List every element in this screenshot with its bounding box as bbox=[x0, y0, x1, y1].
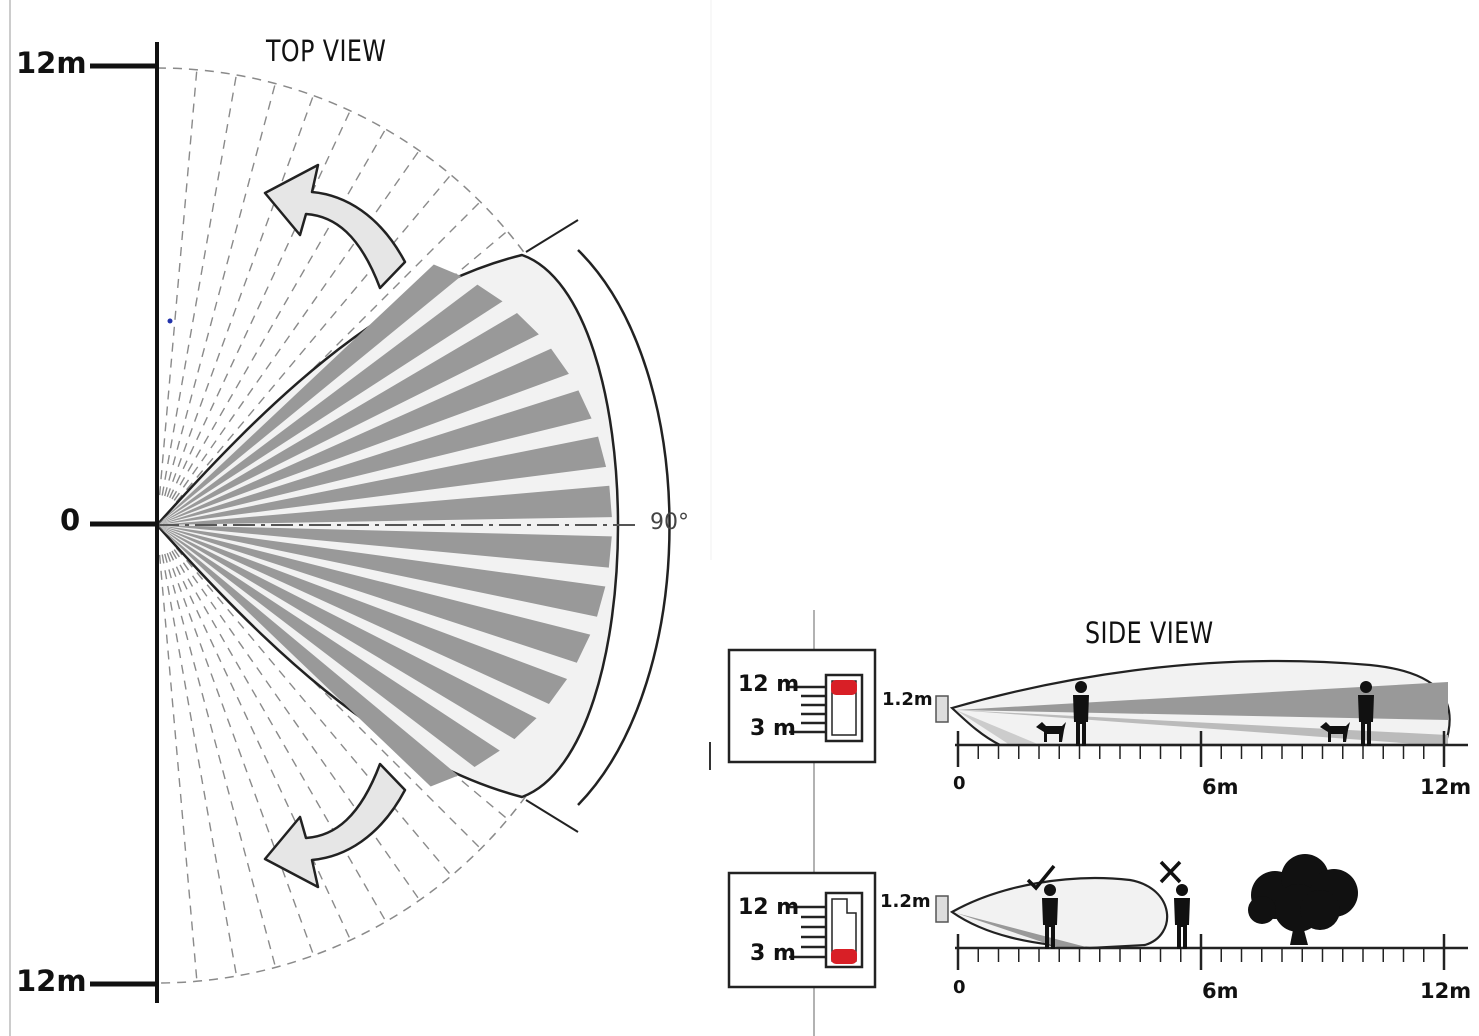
check-mark-icon bbox=[1026, 864, 1056, 891]
range-arc bbox=[577, 249, 671, 806]
rotation-dash-line bbox=[175, 547, 451, 875]
rotation-dash-line bbox=[169, 112, 350, 499]
rotation-dash-line bbox=[173, 549, 419, 899]
rotate-down-arrow bbox=[263, 762, 407, 889]
dog-figure bbox=[1036, 722, 1066, 742]
bracket-tick-top bbox=[525, 219, 579, 253]
rotation-dash-line bbox=[166, 97, 314, 498]
detection-beam bbox=[157, 525, 591, 663]
ruler-label-0: 0 bbox=[953, 773, 966, 794]
person-figure bbox=[1358, 681, 1374, 746]
detection-beam bbox=[157, 313, 539, 525]
person-figure bbox=[1073, 681, 1089, 746]
scale-label-top: 12m bbox=[16, 46, 87, 80]
detection-beams bbox=[157, 264, 612, 787]
rotation-dash-line bbox=[164, 553, 276, 965]
setting-label-low: 3 m bbox=[750, 941, 796, 966]
detection-beam bbox=[157, 485, 612, 525]
person-figure bbox=[1042, 884, 1058, 949]
rotation-dash-line bbox=[161, 76, 237, 496]
detection-beam bbox=[157, 264, 462, 525]
rotation-dash-line bbox=[171, 550, 386, 920]
rotation-dash-line bbox=[175, 175, 451, 503]
rotation-dash-line bbox=[164, 85, 276, 497]
rotation-dash-line bbox=[166, 552, 314, 953]
stray-dot bbox=[167, 318, 173, 324]
mount-height-label: 1.2m bbox=[882, 689, 933, 710]
top-view-title: TOP VIEW bbox=[266, 34, 387, 68]
side-detection-3m bbox=[935, 854, 1468, 970]
cross-mark-icon bbox=[1159, 860, 1182, 884]
setting-label-low: 3 m bbox=[750, 716, 796, 741]
detection-beam bbox=[157, 525, 537, 740]
ruler-label-0: 0 bbox=[953, 977, 966, 998]
detection-beam bbox=[157, 525, 459, 787]
detection-beam bbox=[157, 525, 568, 704]
ruler-label-12m: 12m bbox=[1420, 979, 1472, 1003]
rotation-dash-line bbox=[161, 554, 237, 974]
setting-label-high: 12 m bbox=[738, 672, 800, 697]
ruler-label-6m: 6m bbox=[1202, 979, 1239, 1003]
detection-beam bbox=[157, 525, 612, 568]
ruler-label-12m: 12m bbox=[1420, 775, 1472, 799]
rotation-range-outline bbox=[156, 67, 616, 984]
top-view-diagram bbox=[9, 0, 712, 1036]
scale-label-bottom: 12m bbox=[16, 964, 87, 998]
ground-ruler bbox=[955, 934, 1468, 970]
angle-label: 90° bbox=[650, 510, 689, 535]
scale-label-zero: 0 bbox=[60, 503, 81, 537]
mount-height-label: 1.2m bbox=[880, 891, 931, 912]
side-view-title: SIDE VIEW bbox=[1085, 616, 1214, 650]
tree-icon bbox=[1248, 854, 1358, 945]
detection-beam bbox=[157, 348, 569, 525]
rotation-dash-line bbox=[173, 151, 419, 501]
rotate-up-arrow bbox=[263, 163, 407, 290]
side-view-diagram bbox=[709, 610, 1468, 1036]
rotation-dash-line bbox=[158, 554, 198, 979]
dog-figure bbox=[1320, 722, 1350, 742]
side-detection-12m bbox=[935, 659, 1468, 767]
detection-beam bbox=[157, 284, 503, 525]
setting-box-12m bbox=[727, 648, 877, 764]
rotation-dash-line bbox=[169, 551, 350, 938]
rotation-dash-line bbox=[158, 71, 198, 496]
rotation-dash-line bbox=[171, 130, 386, 500]
setting-label-high: 12 m bbox=[738, 895, 800, 920]
bracket-tick-bottom bbox=[525, 799, 579, 833]
ruler-label-6m: 6m bbox=[1202, 775, 1239, 799]
detection-beam bbox=[157, 390, 592, 525]
detection-beam bbox=[157, 525, 606, 617]
ground-ruler bbox=[955, 731, 1468, 767]
detection-beam bbox=[157, 525, 500, 768]
setting-box-3m bbox=[727, 871, 877, 989]
person-figure bbox=[1174, 884, 1190, 949]
detection-beam bbox=[157, 436, 607, 525]
